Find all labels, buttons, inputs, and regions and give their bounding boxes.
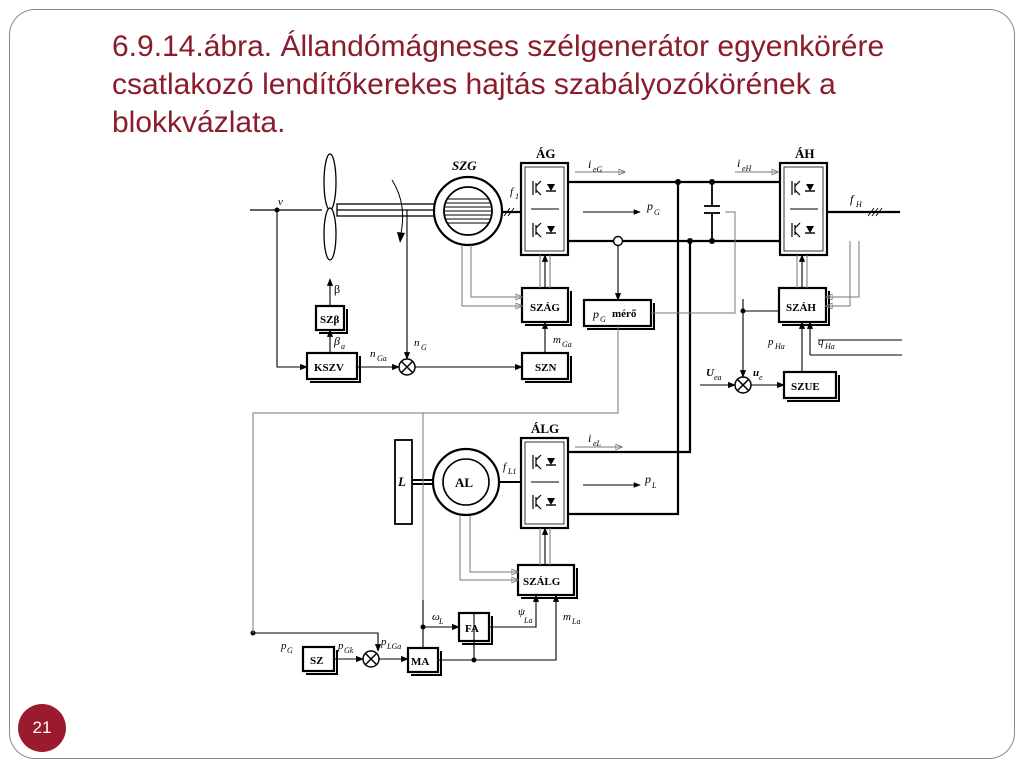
block-sz: SZ [310,655,323,667]
signal-u-ea: U [706,367,715,379]
label-ah: ÁH [795,146,815,161]
gen-hatch [503,207,515,217]
block-szah: SZÁH [786,302,816,314]
page-number-badge: 21 [18,704,66,752]
power-wiring [500,180,900,516]
svg-text:G: G [287,646,293,655]
label-l: L [397,474,406,489]
svg-text:L: L [651,481,657,490]
svg-text:mérő: mérő [612,308,637,320]
generator-szg [432,175,504,247]
dc-link-capacitor [704,182,720,241]
page-number: 21 [32,718,52,737]
signal-omega-l: ω [432,611,440,623]
block-kszv: KSZV [314,362,344,374]
rotation-arrow [391,179,405,243]
svg-text:Ha: Ha [824,342,835,351]
svg-text:Ha: Ha [774,342,785,351]
converter-ah [778,161,829,257]
signal-p-ha: p [767,336,774,348]
slide-frame [9,9,1015,759]
svg-text:1: 1 [515,192,519,201]
signal-i-eg: i [588,157,591,171]
block-pg-mero: p G mérő [592,307,637,324]
svg-text:eH: eH [742,164,753,173]
svg-text:Ga: Ga [377,354,387,363]
svg-text:a: a [341,342,345,351]
signal-p-lga: p [380,636,387,648]
svg-text:eL: eL [593,439,602,448]
signal-psi-la: ψ [518,606,525,618]
block-szalg: SZÁLG [523,576,561,588]
label-szg: SZG [452,158,477,173]
svg-text:G: G [421,343,427,352]
signal-i-eh: i [737,156,740,170]
svg-text:H: H [855,200,863,209]
svg-text:Gk: Gk [344,646,354,655]
block-shadows [306,291,840,676]
svg-text:L: L [438,617,444,626]
label-al: AL [455,475,473,490]
slide-title: 6.9.14.ábra. Állandómágneses szélgenerát… [112,30,885,139]
block-szag: SZÁG [530,302,560,314]
signal-m-la: m [563,611,571,623]
signal-nodes [250,207,746,663]
svg-text:ea: ea [714,373,722,382]
signal-wiring [253,210,902,663]
svg-text:G: G [654,208,660,217]
block-szbeta: SZβ [320,314,339,326]
block-szn: SZN [535,362,556,374]
svg-text:G: G [600,315,606,324]
svg-text:LGa: LGa [386,642,401,651]
signal-p-g2: p [280,640,287,652]
machine-al [431,447,501,517]
signal-q-ha: q [818,336,824,348]
label-alg: ÁLG [531,421,559,436]
svg-text:Ga: Ga [562,340,572,349]
signal-p-g: p [646,199,653,213]
measurement-wiring [252,172,860,633]
wind-turbine [323,153,438,261]
flywheel-l [394,439,413,525]
svg-text:La: La [571,617,580,626]
signal-n-g: n [414,337,420,349]
signal-beta: β [334,282,340,296]
signal-f-l1: f [503,461,508,473]
svg-text:La: La [523,616,532,625]
control-blocks [301,286,838,674]
signal-m-ga: m [553,334,561,346]
signal-f1: f [510,186,515,198]
svg-text:eG: eG [593,165,603,174]
block-ma: MA [411,656,429,668]
signal-f-h: f [850,192,855,206]
block-szue: SZUE [791,381,820,393]
signal-u-e: u [753,367,759,379]
signal-p-l: p [644,472,651,486]
label-ag: ÁG [536,146,556,161]
signal-p-gk: p [337,640,344,652]
converter-alg [519,436,570,530]
signal-beta-a: β [333,334,340,348]
signal-i-el: i [588,431,591,445]
block-fa: FA [465,623,479,635]
signal-v: v [278,196,283,208]
converter-ag [519,161,570,257]
pg-sensor [612,235,624,247]
signal-n-ga: n [370,348,376,360]
grid-hatch [867,207,883,217]
svg-text:e: e [759,373,763,382]
bus-nodes [675,179,715,244]
svg-text:L1: L1 [507,467,516,476]
signal-labels: β β a n G n Ga m Ga f 1 i eG p G i eH f … [280,156,863,655]
svg-text:p: p [592,307,599,321]
